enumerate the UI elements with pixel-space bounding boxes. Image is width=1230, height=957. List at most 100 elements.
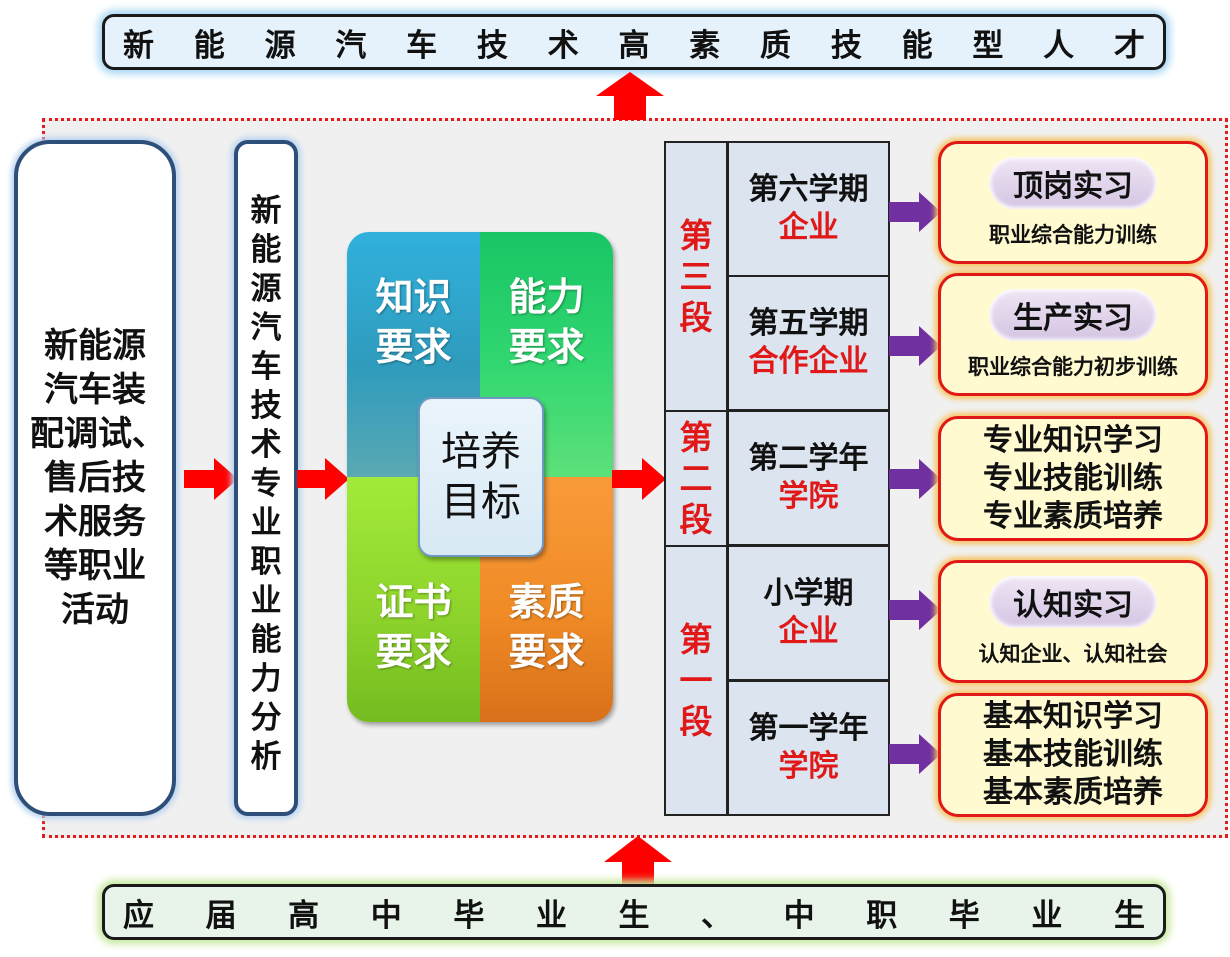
term-cell: 第一学年 学院: [727, 680, 890, 816]
stage-label: 第一段: [679, 620, 713, 741]
term-name: 第五学期: [748, 306, 869, 341]
term-cell: 第六学期 企业: [727, 141, 890, 277]
goal-label: 目标: [441, 479, 521, 525]
quad-label: 要求: [508, 630, 585, 674]
top-banner-char: 车: [406, 27, 438, 64]
term-cell: 第二学年 学院: [727, 410, 890, 546]
top-banner-char: 人: [1043, 27, 1075, 64]
stage-two: 第二段: [664, 410, 728, 547]
bottom-banner-char: 毕: [948, 897, 980, 934]
term-place: 合作企业: [748, 344, 869, 379]
top-banner-char: 源: [264, 27, 296, 64]
bottom-banner-char: 高: [288, 897, 320, 934]
stage-label: 第三段: [679, 216, 713, 337]
career-line: 配调试、: [30, 414, 166, 454]
ability-analysis-text: 新能源汽车技术专业职业能力分析: [250, 193, 282, 775]
stage-three: 第三段: [664, 141, 728, 412]
activity-desc: 职业综合能力训练: [989, 222, 1157, 247]
top-banner-char: 才: [1113, 27, 1145, 64]
quad-label: 知识: [375, 275, 452, 319]
activity-box: 认知实习 认知企业、认知社会: [938, 560, 1208, 683]
top-banner-char: 型: [972, 27, 1004, 64]
term-cell: 小学期 企业: [727, 545, 890, 681]
purple-arrow-icon: [889, 326, 941, 366]
top-banner-char: 能: [901, 27, 933, 64]
activity-line: 基本技能训练: [983, 737, 1163, 772]
purple-arrow-icon: [889, 459, 941, 499]
activity-box: 专业知识学习 专业技能训练 专业素质培养: [938, 416, 1208, 541]
quad-label: 要求: [508, 325, 585, 369]
quad-label: 能力: [508, 275, 585, 319]
activity-line: 基本知识学习: [983, 699, 1163, 734]
up-arrow-top-icon: [596, 72, 664, 120]
purple-arrow-icon: [889, 590, 941, 630]
term-name: 第一学年: [748, 711, 869, 746]
top-banner-char: 术: [547, 27, 579, 64]
bottom-banner-char: 职: [866, 897, 898, 934]
purple-arrow-icon: [889, 734, 941, 774]
quad-label: 素质: [508, 580, 585, 624]
career-line: 等职业: [44, 546, 146, 586]
bottom-banner-char: 生: [618, 897, 650, 934]
purple-arrow-icon: [889, 192, 941, 232]
bottom-banner-char: 、: [701, 897, 733, 934]
top-banner-char: 技: [476, 27, 508, 64]
quad-label: 要求: [375, 325, 452, 369]
career-line: 活动: [61, 590, 129, 630]
bottom-banner-char: 生: [1113, 897, 1145, 934]
activity-box: 基本知识学习 基本技能训练 基本素质培养: [938, 693, 1208, 817]
stage-one: 第一段: [664, 545, 728, 816]
term-place: 学院: [778, 479, 839, 514]
activity-desc: 认知企业、认知社会: [978, 641, 1168, 666]
bottom-banner: 应 届 高 中 毕 业 生 、 中 职 毕 业 生: [102, 884, 1166, 940]
activity-line: 专业知识学习: [983, 422, 1163, 458]
bottom-banner-char: 业: [1031, 897, 1063, 934]
bottom-banner-char: 中: [370, 897, 402, 934]
right-arrow-icon: [297, 458, 349, 500]
top-banner-char: 新: [123, 27, 154, 64]
top-banner-char: 汽: [335, 27, 367, 64]
career-line: 售后技: [44, 458, 146, 498]
top-banner-char: 质: [760, 27, 792, 64]
activity-line: 专业素质培养: [983, 498, 1163, 534]
top-banner-char: 能: [193, 27, 225, 64]
right-arrow-icon: [612, 458, 666, 500]
goal-label: 培养: [441, 429, 521, 475]
activity-line: 基本素质培养: [983, 775, 1163, 810]
right-arrow-icon: [184, 458, 238, 500]
activity-desc: 职业综合能力初步训练: [968, 354, 1178, 379]
career-line: 新能源: [44, 326, 146, 366]
term-name: 第二学年: [748, 441, 869, 476]
bottom-banner-char: 业: [535, 897, 567, 934]
training-goal-box: 培养目标: [418, 397, 544, 557]
term-name: 小学期: [763, 576, 854, 611]
bottom-banner-char: 届: [205, 897, 237, 934]
bottom-banner-char: 应: [123, 897, 154, 934]
term-place: 企业: [778, 210, 839, 245]
stage-label: 第二段: [679, 418, 713, 539]
term-place: 企业: [778, 614, 839, 649]
quad-label: 证书: [375, 580, 452, 624]
top-banner-char: 素: [689, 27, 721, 64]
quad-label: 要求: [375, 630, 452, 674]
top-banner-char: 技: [830, 27, 862, 64]
bottom-banner-char: 毕: [453, 897, 485, 934]
career-activities-box: 新能源 汽车装 配调试、 售后技 术服务 等职业 活动: [14, 140, 176, 816]
activity-box: 顶岗实习 职业综合能力训练: [938, 141, 1208, 264]
career-line: 术服务: [44, 502, 146, 542]
bottom-banner-char: 中: [783, 897, 815, 934]
ability-analysis-box: 新能源汽车技术专业职业能力分析: [234, 140, 298, 816]
term-place: 学院: [778, 749, 839, 784]
activity-box: 生产实习 职业综合能力初步训练: [938, 273, 1208, 396]
activity-title: 生产实习: [989, 288, 1157, 341]
activity-title: 顶岗实习: [989, 156, 1157, 209]
requirements-matrix: 知识要求 能力要求 证书要求 素质要求: [347, 232, 613, 722]
activity-title: 认知实习: [989, 575, 1157, 628]
top-banner: 新 能 源 汽 车 技 术 高 素 质 技 能 型 人 才: [102, 14, 1166, 70]
up-arrow-bottom-icon: [604, 836, 672, 888]
term-name: 第六学期: [748, 172, 869, 207]
top-banner-char: 高: [618, 27, 650, 64]
term-cell: 第五学期 合作企业: [727, 275, 890, 411]
activity-line: 专业技能训练: [983, 460, 1163, 496]
career-line: 汽车装: [44, 370, 146, 410]
